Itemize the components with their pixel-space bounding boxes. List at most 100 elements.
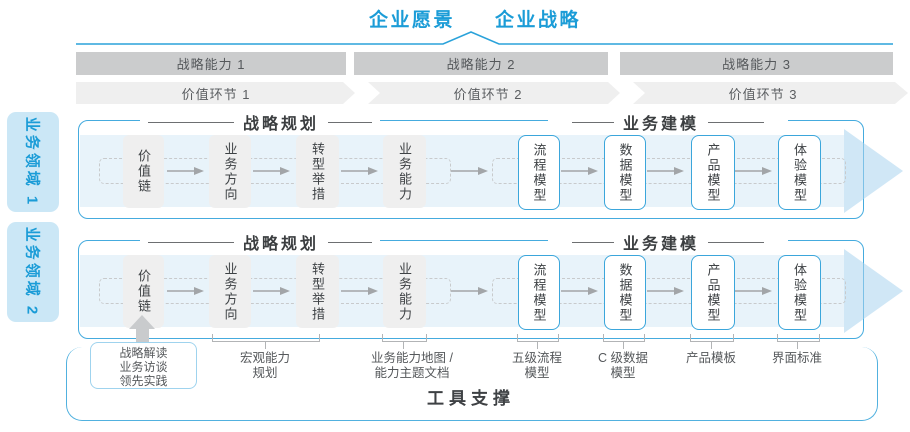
flow-arrow-icon bbox=[647, 167, 684, 175]
box-business-direction-label: 业务方向 bbox=[222, 261, 238, 322]
planning-section-header: 战略规划 bbox=[140, 230, 380, 254]
box-business-capability-label: 业务能力 bbox=[397, 261, 412, 322]
box-business-capability: 业务能力 bbox=[383, 255, 426, 328]
domain-tab-1: 业务领域 1 bbox=[7, 112, 59, 212]
flow-arrow-icon bbox=[735, 167, 772, 175]
planning-dashed-track bbox=[99, 158, 451, 184]
domain-tab-1-label: 业务领域 1 bbox=[23, 116, 41, 208]
value-link-1: 价值环节 1 bbox=[96, 82, 336, 104]
flow-arrow-icon bbox=[341, 167, 378, 175]
label-capability-map-docs: 业务能力地图 / 能力主题文档 bbox=[322, 351, 502, 381]
box-data-model: 数据模型 bbox=[604, 255, 646, 330]
flow-arrow-icon bbox=[561, 287, 598, 295]
value-link-2: 价值环节 2 bbox=[368, 82, 608, 104]
strategy-title: 企业战略 bbox=[495, 10, 582, 31]
label-product-template: 产品模板 bbox=[621, 351, 801, 366]
flow-arrow-icon bbox=[253, 167, 290, 175]
flow-arrow-icon bbox=[647, 287, 684, 295]
up-arrow-icon bbox=[136, 328, 149, 343]
capability-band-3: 战略能力 3 bbox=[620, 52, 893, 75]
box-data-model-label: 数据模型 bbox=[617, 262, 633, 323]
box-process-model-label: 流程模型 bbox=[531, 262, 547, 323]
domain-1-flow-panel: 价值链 业务方向 转型举措 业务能力 流程模型 数据模型 产品模型 体验模型 战… bbox=[78, 110, 903, 219]
label-line: 能力主题文档 bbox=[374, 366, 450, 380]
brace-connector bbox=[797, 341, 798, 349]
capability-band-3-label: 战略能力 3 bbox=[722, 57, 791, 72]
brace-connector bbox=[777, 334, 820, 342]
label-line: C 级数据 bbox=[597, 351, 648, 365]
modeling-dashed-track bbox=[492, 278, 846, 304]
box-product-model: 产品模型 bbox=[691, 135, 735, 210]
brace-connector bbox=[517, 334, 559, 342]
flow-arrow-icon bbox=[735, 287, 772, 295]
box-value-chain-label: 价值链 bbox=[136, 269, 151, 314]
box-data-model: 数据模型 bbox=[604, 135, 646, 210]
box-value-chain-label: 价值链 bbox=[136, 149, 151, 194]
practice-line-2: 业务访谈 bbox=[119, 360, 168, 374]
flow-arrow-icon bbox=[341, 287, 378, 295]
up-arrow-icon bbox=[129, 315, 155, 329]
strategy-practice-box: 战略解读 业务访谈 领先实践 bbox=[90, 342, 197, 389]
flow-arrowhead-icon bbox=[844, 249, 903, 333]
brace-connector bbox=[403, 341, 404, 349]
enterprise-header: 企业愿景 企业战略 bbox=[240, 5, 710, 32]
brace-connector bbox=[623, 341, 624, 349]
box-product-model-label: 产品模型 bbox=[705, 262, 721, 323]
box-experience-model-label: 体验模型 bbox=[792, 142, 807, 203]
box-transformation-initiatives-label: 转型举措 bbox=[310, 141, 325, 202]
planning-header-label: 战略规划 bbox=[242, 116, 319, 133]
planning-dashed-track bbox=[99, 278, 451, 304]
flow-arrow-icon bbox=[167, 167, 204, 175]
modeling-header-label: 业务建模 bbox=[622, 116, 699, 133]
box-business-direction: 业务方向 bbox=[209, 135, 251, 208]
brace-connector bbox=[690, 334, 734, 342]
brace-connector bbox=[711, 341, 712, 349]
value-chain-chevron-band bbox=[76, 82, 908, 104]
label-ui-standard: 界面标准 bbox=[707, 351, 887, 366]
box-data-model-label: 数据模型 bbox=[617, 142, 633, 203]
label-line: 模型 bbox=[610, 366, 636, 380]
box-transformation-initiatives-label: 转型举措 bbox=[310, 261, 325, 322]
flow-arrow-icon bbox=[451, 167, 488, 175]
box-business-direction-label: 业务方向 bbox=[222, 141, 238, 202]
label-line: 产品模板 bbox=[685, 351, 736, 365]
tool-support-label: 工具支撑 bbox=[427, 389, 515, 408]
label-five-level-process-model: 五级流程 模型 bbox=[447, 351, 627, 381]
box-experience-model: 体验模型 bbox=[778, 255, 821, 330]
label-c-level-data-model: C 级数据 模型 bbox=[533, 351, 713, 381]
brace-connector bbox=[603, 334, 645, 342]
capability-band-2: 战略能力 2 bbox=[354, 52, 608, 75]
flow-arrow-icon bbox=[253, 287, 290, 295]
box-experience-model: 体验模型 bbox=[778, 135, 821, 210]
label-line: 五级流程 bbox=[511, 351, 562, 365]
capability-band-2-label: 战略能力 2 bbox=[446, 57, 516, 72]
box-value-chain: 价值链 bbox=[123, 135, 164, 208]
practice-line-1: 战略解读 bbox=[119, 346, 168, 360]
modeling-section-header: 业务建模 bbox=[548, 110, 788, 134]
modeling-header-label: 业务建模 bbox=[622, 236, 699, 253]
capability-band-1-label: 战略能力 1 bbox=[176, 57, 246, 72]
label-line: 界面标准 bbox=[771, 351, 822, 365]
domain-tab-2: 业务领域 2 bbox=[7, 222, 59, 322]
capability-band-1: 战略能力 1 bbox=[76, 52, 346, 75]
value-link-2-label: 价值环节 2 bbox=[453, 86, 523, 102]
planning-section-header: 战略规划 bbox=[140, 110, 380, 134]
vision-underline-caret bbox=[76, 31, 893, 45]
box-experience-model-label: 体验模型 bbox=[792, 262, 807, 323]
box-product-model: 产品模型 bbox=[691, 255, 735, 330]
value-link-1-label: 价值环节 1 bbox=[181, 86, 251, 102]
brace-connector bbox=[212, 334, 320, 342]
value-link-3: 价值环节 3 bbox=[633, 82, 893, 104]
brace-connector bbox=[265, 341, 266, 349]
label-line: 宏观能力 bbox=[239, 351, 290, 365]
label-line: 模型 bbox=[524, 366, 550, 380]
box-process-model: 流程模型 bbox=[518, 135, 560, 210]
label-macro-capability-planning: 宏观能力 规划 bbox=[175, 351, 355, 381]
practice-line-3: 领先实践 bbox=[119, 374, 168, 388]
box-transformation-initiatives: 转型举措 bbox=[296, 255, 339, 328]
label-line: 规划 bbox=[252, 366, 278, 380]
tool-support-container bbox=[66, 347, 878, 421]
planning-header-label: 战略规划 bbox=[242, 236, 319, 253]
box-business-direction: 业务方向 bbox=[209, 255, 251, 328]
modeling-section-header: 业务建模 bbox=[548, 230, 788, 254]
